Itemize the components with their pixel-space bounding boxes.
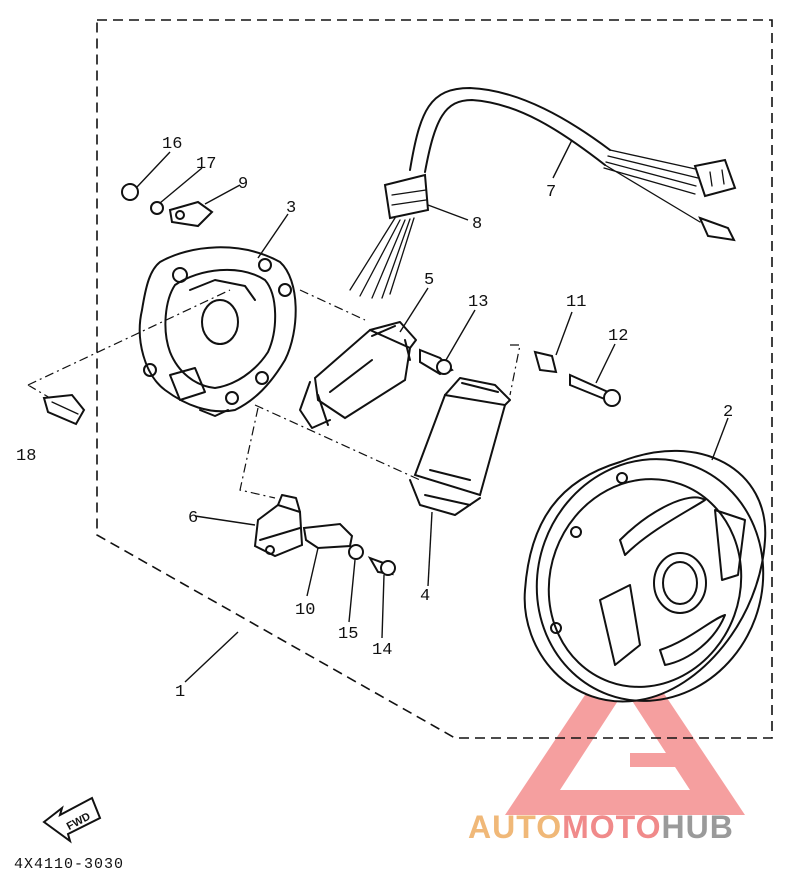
- rotor-flywheel: [523, 449, 767, 703]
- bracket: [302, 522, 354, 550]
- label-part-1: 1: [175, 683, 185, 702]
- label-part-4: 4: [420, 587, 430, 606]
- label-part-16: 16: [162, 135, 182, 154]
- label-part-15: 15: [338, 625, 358, 644]
- bolt-16: [121, 183, 139, 201]
- screw-13: [419, 348, 454, 376]
- label-part-9: 9: [238, 175, 248, 194]
- leader-lines: [136, 139, 729, 683]
- label-part-8: 8: [472, 215, 482, 234]
- fwd-arrow-icon: FWD: [42, 796, 102, 844]
- assembly-boundary: [96, 19, 773, 739]
- label-part-14: 14: [372, 641, 392, 660]
- diagram-code: 4X4110-3030: [14, 856, 124, 873]
- guide-line-b: [299, 289, 366, 321]
- screw-12: [569, 373, 621, 407]
- clamp-9: [168, 200, 214, 228]
- watermark-hub: HUB: [661, 809, 733, 845]
- guide-line-e: [509, 344, 521, 396]
- label-part-6: 6: [188, 509, 198, 528]
- guide-line-c: [254, 404, 421, 481]
- watermark-text: AUTOMOTOHUB: [468, 809, 734, 845]
- screw-18: [42, 393, 86, 426]
- grommet: [349, 173, 430, 299]
- label-part-17: 17: [196, 155, 216, 174]
- watermark-moto: MOTO: [562, 809, 661, 845]
- label-part-12: 12: [608, 327, 628, 346]
- coil-upper: [299, 321, 417, 429]
- label-part-13: 13: [468, 293, 488, 312]
- guide-line-d: [239, 407, 276, 499]
- label-part-18: 18: [16, 447, 36, 466]
- watermark-auto: AUTO: [468, 809, 562, 845]
- label-part-2: 2: [723, 403, 733, 422]
- washer-15: [348, 544, 364, 560]
- label-part-7: 7: [546, 183, 556, 202]
- washer-17: [150, 201, 164, 215]
- screw-14: [367, 556, 396, 576]
- wire-harness: [409, 87, 737, 242]
- label-part-3: 3: [286, 199, 296, 218]
- label-part-10: 10: [295, 601, 315, 620]
- guide-line-a: [27, 289, 231, 399]
- label-part-11: 11: [566, 293, 586, 312]
- label-part-5: 5: [424, 271, 434, 290]
- coil-lower: [409, 377, 511, 516]
- stator-base: [138, 246, 297, 417]
- clamp-11: [533, 350, 558, 374]
- pickup-coil: [253, 494, 304, 558]
- watermark-logo: [505, 635, 745, 815]
